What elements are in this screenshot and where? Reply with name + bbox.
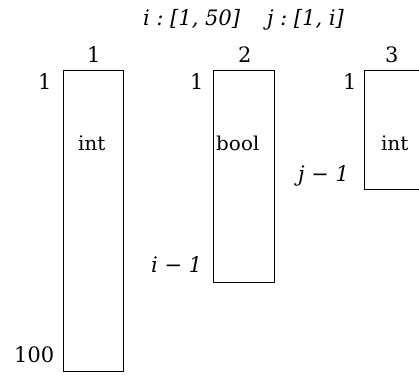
array-1-end: 100 (14, 343, 55, 367)
array-2-type: bool (216, 131, 260, 155)
array-3-type: int (381, 131, 409, 155)
array-3-start: 1 (343, 70, 357, 94)
array-1-box (63, 70, 124, 372)
array-1-index: 1 (87, 43, 101, 67)
array-2-start: 1 (190, 70, 204, 94)
array-3-index: 3 (385, 43, 399, 67)
array-2-box (213, 70, 275, 283)
i-range-label: i : [1, 50] (143, 6, 240, 30)
array-2-end: i − 1 (151, 253, 203, 277)
array-1-type: int (78, 131, 106, 155)
j-range-label: j : [1, i] (267, 6, 344, 30)
array-3-end: j − 1 (298, 162, 349, 186)
array-2-index: 2 (238, 43, 252, 67)
array-3-box (364, 70, 419, 190)
array-1-start: 1 (38, 70, 52, 94)
